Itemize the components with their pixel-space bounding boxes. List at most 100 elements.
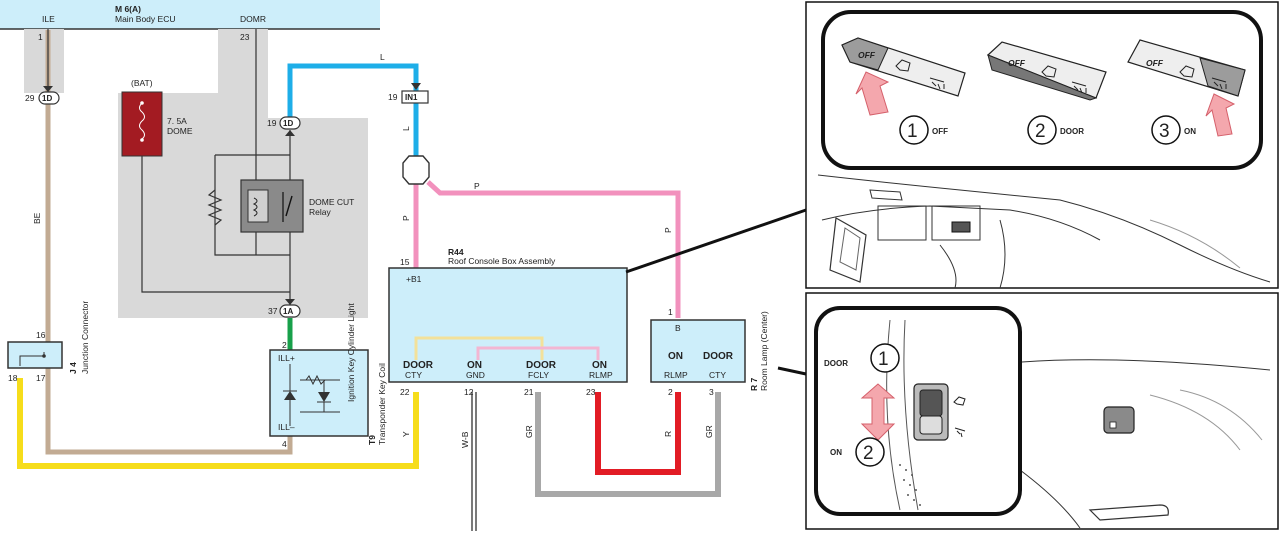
press-arrow-icon xyxy=(855,71,890,116)
room-lamp-center: 1 B ON RLMP 2 DOOR CTY 3 R 7 Room Lamp (… xyxy=(650,307,769,397)
svg-text:J 4: J 4 xyxy=(68,362,78,374)
svg-text:2: 2 xyxy=(1035,121,1046,142)
wire-be xyxy=(45,30,293,455)
wire-label-gr-left: GR xyxy=(524,425,534,438)
svg-text:OFF: OFF xyxy=(932,127,948,136)
svg-text:ON: ON xyxy=(1184,127,1196,136)
inset-bottom-room-lamp: DOOR 1 ON 2 xyxy=(805,292,1279,530)
svg-text:29: 29 xyxy=(25,93,35,103)
svg-text:FCLY: FCLY xyxy=(528,370,549,380)
svg-text:ILL+: ILL+ xyxy=(278,353,295,363)
svg-text:16: 16 xyxy=(36,330,46,340)
svg-text:4: 4 xyxy=(282,439,287,449)
resistor-icon xyxy=(207,189,223,226)
grab-handle-icon xyxy=(1088,504,1169,521)
leader-line-top xyxy=(625,208,807,274)
svg-text:RLMP: RLMP xyxy=(664,370,688,380)
fuse-source: (BAT) xyxy=(131,78,153,88)
wire-label-l-top: L xyxy=(380,52,385,62)
door-lamp-icon xyxy=(953,396,966,406)
ecu-pin-1: 1 xyxy=(38,32,43,42)
svg-text:GND: GND xyxy=(466,370,485,380)
ecu-terminal-ile: ILE xyxy=(42,14,55,24)
svg-text:1: 1 xyxy=(907,121,918,142)
fuse-rating: 7. 5A xyxy=(167,116,187,126)
relay-switch-icon xyxy=(285,195,293,217)
svg-text:B: B xyxy=(675,323,681,333)
relay-name: DOME CUT xyxy=(309,197,354,207)
room-lamp-icon xyxy=(1103,406,1135,434)
ecu-pin-23: 23 xyxy=(240,32,250,42)
svg-text:OFF: OFF xyxy=(858,50,876,60)
dome-lamp-icon xyxy=(929,77,945,90)
wire-label-p-right: P xyxy=(663,227,673,233)
svg-text:22: 22 xyxy=(400,387,410,397)
ecu-code: M 6(A) xyxy=(115,4,141,14)
wire-label-l: L xyxy=(401,126,411,131)
dome-gray-area xyxy=(118,29,368,318)
door-lamp-icon xyxy=(1179,65,1195,78)
door-lamp-icon xyxy=(1041,65,1057,78)
svg-text:Room Lamp (Center): Room Lamp (Center) xyxy=(759,311,769,391)
resistor-icon xyxy=(305,374,326,386)
svg-text:18: 18 xyxy=(8,373,18,383)
svg-text:21: 21 xyxy=(524,387,534,397)
svg-text:ON: ON xyxy=(668,351,683,362)
svg-text:1: 1 xyxy=(668,307,673,317)
svg-text:R44: R44 xyxy=(448,247,464,257)
junction-37-1a: 1A 37 xyxy=(268,299,301,318)
wire-label-p-top: P xyxy=(474,181,480,191)
svg-text:ON: ON xyxy=(830,448,842,457)
svg-text:Ignition Key Cylinder Light: Ignition Key Cylinder Light xyxy=(346,303,356,402)
svg-text:Roof Console Box Assembly: Roof Console Box Assembly xyxy=(448,256,556,266)
wire-label-gr-right: GR xyxy=(704,425,714,438)
zener-diode-icon xyxy=(284,391,296,400)
wire-r xyxy=(595,392,681,475)
svg-text:OFF: OFF xyxy=(1146,58,1164,68)
svg-text:3: 3 xyxy=(1159,121,1170,142)
svg-text:+B1: +B1 xyxy=(406,274,422,284)
svg-text:19: 19 xyxy=(388,92,398,102)
ile-gray-area xyxy=(24,29,64,93)
ecu-name: Main Body ECU xyxy=(115,14,175,24)
wire-gr xyxy=(535,392,721,497)
svg-text:12: 12 xyxy=(464,387,474,397)
wire-l xyxy=(287,63,419,158)
svg-text:DOOR: DOOR xyxy=(526,360,557,371)
ecu-block xyxy=(0,0,380,29)
svg-text:OFF: OFF xyxy=(1008,58,1026,68)
door-lamp-icon xyxy=(895,59,911,72)
junction-connector-j4: 16 18 17 J 4 Junction Connector xyxy=(7,301,90,383)
svg-text:Junction Connector: Junction Connector xyxy=(80,301,90,374)
svg-text:CTY: CTY xyxy=(709,370,726,380)
roof-console-box: R44 Roof Console Box Assembly 15 +B1 DOO… xyxy=(388,247,628,397)
dome-lamp-icon xyxy=(1071,81,1087,94)
svg-text:ON: ON xyxy=(467,360,482,371)
svg-text:3: 3 xyxy=(709,387,714,397)
relay-coil-icon xyxy=(247,189,269,223)
svg-text:37: 37 xyxy=(268,306,278,316)
svg-text:19: 19 xyxy=(267,118,277,128)
svg-text:2: 2 xyxy=(863,443,874,464)
svg-text:DOOR: DOOR xyxy=(703,351,734,362)
wire-label-y: Y xyxy=(401,431,411,437)
junction-19-in1: IN1 19 xyxy=(388,83,429,104)
svg-text:17: 17 xyxy=(36,373,46,383)
svg-text:Transponder Key Coil: Transponder Key Coil xyxy=(377,363,387,445)
dome-lamp-icon xyxy=(954,427,966,438)
svg-text:IN1: IN1 xyxy=(405,93,418,102)
svg-text:23: 23 xyxy=(586,387,596,397)
junction-19-1d: 1D 19 xyxy=(267,116,301,136)
junction-29-1d: 1D 29 xyxy=(25,86,60,105)
svg-text:T9: T9 xyxy=(367,435,377,445)
svg-text:2: 2 xyxy=(668,387,673,397)
wire-label-r: R xyxy=(663,431,673,437)
roof-switch-icon xyxy=(951,221,971,233)
led-icon xyxy=(318,392,330,402)
svg-text:ON: ON xyxy=(592,360,607,371)
svg-text:1D: 1D xyxy=(283,119,293,128)
fuse-name: DOME xyxy=(167,126,193,136)
svg-text:DOOR: DOOR xyxy=(1060,127,1084,136)
